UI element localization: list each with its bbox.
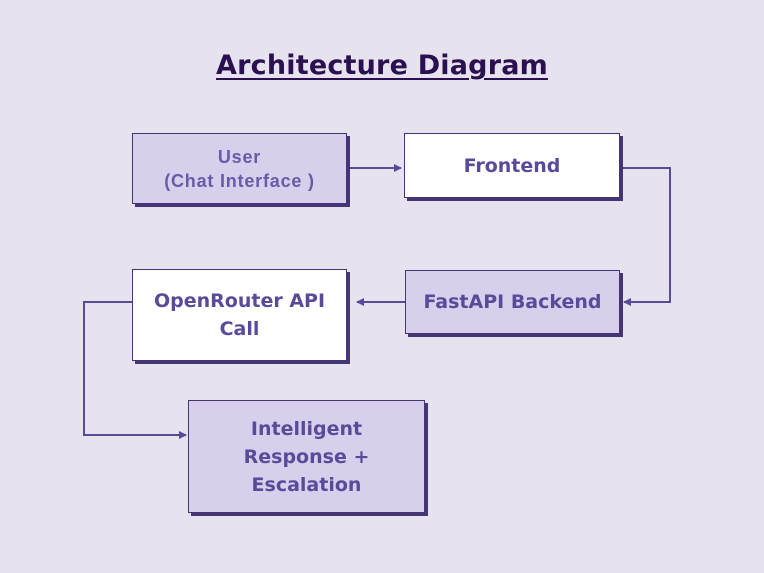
node-fastapi-backend: FastAPI Backend [405,270,620,334]
node-intelligent-response: Intelligent Response + Escalation [188,400,425,513]
arrow-openrouter-to-response [83,301,187,439]
node-user: User (Chat Interface ) [132,133,347,204]
node-openrouter-api-call: OpenRouter API Call [132,269,347,361]
node-frontend: Frontend [404,133,620,198]
diagram-title: Architecture Diagram [216,50,548,81]
arrow-frontend-to-backend [621,167,671,306]
